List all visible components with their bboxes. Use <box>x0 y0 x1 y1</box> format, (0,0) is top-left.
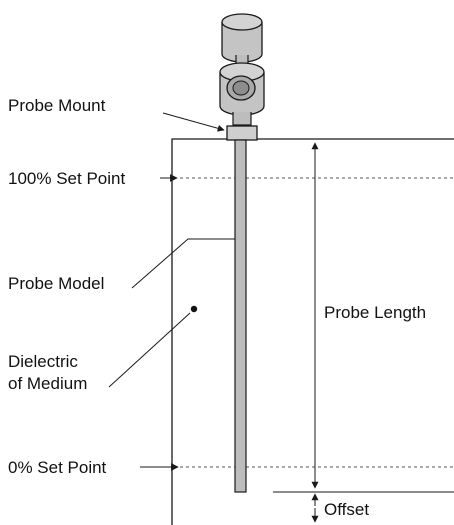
probe-model-label: Probe Model <box>8 274 104 293</box>
tank-outline <box>171 138 454 525</box>
dielectric-label-line2: of Medium <box>8 374 87 393</box>
probe-mount-leader <box>162 112 225 132</box>
dielectric-label-line1: Dielectric <box>8 352 78 371</box>
set-point-0-label: 0% Set Point <box>8 458 107 477</box>
probe-length-label: Probe Length <box>324 303 426 322</box>
probe-model-leader <box>131 238 235 289</box>
offset-label: Offset <box>324 500 369 519</box>
transmitter-head <box>219 13 265 126</box>
probe-mount-flange <box>226 125 258 141</box>
probe-mount-label: Probe Mount <box>8 96 106 115</box>
dielectric-leader <box>108 312 191 388</box>
probe-rod <box>234 139 247 493</box>
dielectric-marker-dot <box>190 305 198 313</box>
set-point-100-label: 100% Set Point <box>8 169 125 188</box>
